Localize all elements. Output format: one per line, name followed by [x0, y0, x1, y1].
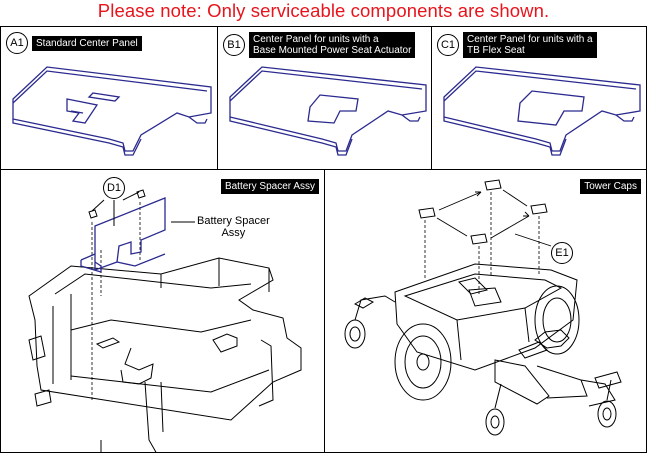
panel-c1-label-line2: TB Flex Seat [467, 45, 525, 56]
panel-a1-label: Standard Center Panel [32, 35, 142, 51]
callout-d1: D1 [103, 177, 125, 199]
panel-c1-label: Center Panel for units with a TB Flex Se… [463, 32, 597, 58]
battery-spacer-annotation-line2: Assy [221, 227, 246, 239]
power-chair-tower-caps-drawing [344, 179, 622, 436]
callout-c1: C1 [437, 34, 459, 56]
panel-tower-caps: Tower Caps E1 [324, 169, 647, 453]
callout-e1: E1 [551, 242, 573, 264]
standard-center-panel-drawing [12, 66, 212, 156]
callout-a1: A1 [6, 32, 28, 54]
panel-b1-label-line1: Center Panel for units with a [253, 34, 379, 45]
panel-a1-standard-center-panel: A1 Standard Center Panel [0, 26, 218, 170]
callout-b1: B1 [223, 34, 245, 56]
panel-b1-label: Center Panel for units with a Base Mount… [249, 32, 416, 58]
battery-spacer-frame-drawing [28, 189, 302, 452]
power-seat-center-panel-drawing [229, 66, 427, 156]
battery-spacer-annotation-line1: Battery Spacer [197, 215, 270, 227]
tower-caps-label: Tower Caps [580, 179, 641, 194]
serviceable-components-notice: Please note: Only serviceable components… [97, 0, 550, 21]
panel-b1-center-panel-power-seat: B1 Center Panel for units with a Base Mo… [217, 26, 432, 170]
tb-flex-center-panel-drawing [443, 66, 641, 156]
battery-spacer-assy-label: Battery Spacer Assy [220, 179, 319, 194]
battery-spacer-part-annotation: Battery Spacer Assy [197, 215, 270, 239]
panel-c1-label-line1: Center Panel for units with a [467, 34, 593, 45]
panel-c1-center-panel-tb-flex: C1 Center Panel for units with a TB Flex… [431, 26, 647, 170]
panel-battery-spacer-assy: D1 Battery Spacer Assy Battery Spacer As… [0, 169, 325, 453]
panel-b1-label-line2: Base Mounted Power Seat Actuator [253, 45, 412, 56]
